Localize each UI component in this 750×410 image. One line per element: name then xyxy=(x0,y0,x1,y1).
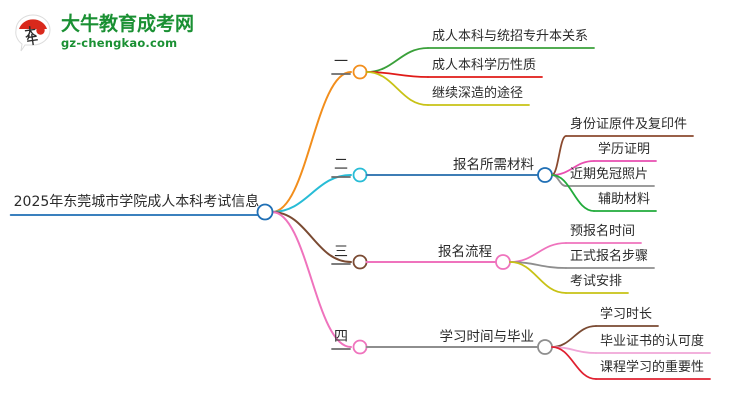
branch-1-link-child-2 xyxy=(365,71,429,106)
daniu-speech-bubble-icon: 大 牛 xyxy=(12,10,54,54)
link-root-to-branch-1 xyxy=(271,71,352,213)
branch-3-link-child-0 xyxy=(509,242,567,263)
branch-3-link-child-2 xyxy=(509,261,567,294)
branch-2-link-child-0 xyxy=(551,135,567,176)
branch-2-child-label-2: 近期免冠照片 xyxy=(570,167,649,182)
logo-title: 大牛教育成考网 xyxy=(61,12,195,35)
svg-text:大: 大 xyxy=(24,24,38,40)
branch-2-topic-node[interactable] xyxy=(537,167,553,183)
branch-2-topic-label: 报名所需材料 xyxy=(453,156,534,173)
branch-2-ordinal-label: 二 xyxy=(334,157,348,173)
logo-domain: gz-chengkao.com xyxy=(61,35,178,50)
branch-3-child-label-0: 预报名时间 xyxy=(570,224,636,239)
branch-3-ordinal-label: 三 xyxy=(334,244,348,260)
branch-3-child-label-2: 考试安排 xyxy=(570,274,623,289)
branch-4-link-child-0 xyxy=(551,325,597,348)
branch-2-child-label-1: 学历证明 xyxy=(598,142,651,157)
root-topic-label: 2025年东莞城市学院成人本科考试信息 xyxy=(13,194,260,210)
branch-3-child-label-1: 正式报名步骤 xyxy=(570,249,649,264)
branch-2-node[interactable] xyxy=(352,167,368,183)
link-root-to-branch-4 xyxy=(271,211,352,348)
branch-3-topic-node[interactable] xyxy=(495,254,511,270)
branch-2-child-label-3: 辅助材料 xyxy=(598,192,651,207)
branch-1-child-label-2: 继续深造的途径 xyxy=(432,86,524,101)
branch-4-node[interactable] xyxy=(352,339,368,355)
branch-1-child-label-0: 成人本科与统招专升本关系 xyxy=(432,29,589,44)
branch-4-ordinal-label: 四 xyxy=(334,329,348,345)
branch-4-child-label-0: 学习时长 xyxy=(600,307,653,322)
branch-1-child-label-1: 成人本科学历性质 xyxy=(432,58,537,73)
branch-1-ordinal-label: 一 xyxy=(334,54,348,70)
logo-text-block: 大牛教育成考网 gz-chengkao.com xyxy=(61,12,195,50)
branch-4-child-label-2: 课程学习的重要性 xyxy=(600,360,705,375)
site-logo: 大 牛 大牛教育成考网 gz-chengkao.com xyxy=(12,10,194,54)
branch-2-child-label-0: 身份证原件及复印件 xyxy=(570,117,688,132)
branch-2-link-child-1 xyxy=(551,160,595,176)
branch-1-link-child-0 xyxy=(365,47,429,73)
branch-3-node[interactable] xyxy=(352,254,368,270)
branch-4-topic-node[interactable] xyxy=(537,339,553,355)
link-root-to-branch-3 xyxy=(271,211,352,263)
branch-2-link-child-3 xyxy=(551,174,595,212)
branch-4-topic-label: 学习时间与毕业 xyxy=(439,328,535,345)
svg-text:牛: 牛 xyxy=(26,32,40,48)
root-node[interactable] xyxy=(256,203,274,221)
branch-4-child-label-1: 毕业证书的认可度 xyxy=(600,334,705,349)
branch-4-link-child-2 xyxy=(551,346,597,380)
branch-1-node[interactable] xyxy=(352,64,368,80)
branch-3-topic-label: 报名流程 xyxy=(438,243,492,260)
